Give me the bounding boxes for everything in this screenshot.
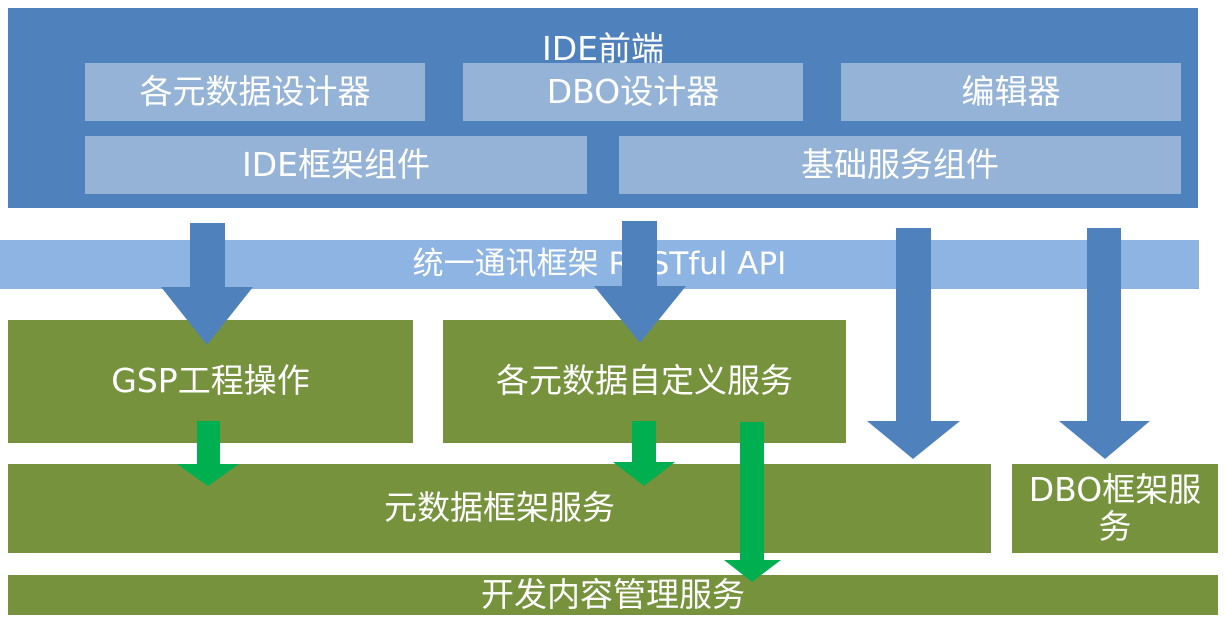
ide-framework-component-label: IDE框架组件 <box>242 144 430 184</box>
dbo-framework-service-label: DBO框架服 务 <box>1028 469 1202 546</box>
dbo-designer-box: DBO设计器 <box>463 63 803 121</box>
metadata-framework-service-box: 元数据框架服务 <box>8 464 991 553</box>
editor-box: 编辑器 <box>841 63 1181 121</box>
content-management-service-box: 开发内容管理服务 <box>8 575 1218 615</box>
dbo-framework-service-label-line1: DBO框架服 <box>1028 469 1202 509</box>
ide-frontend-title: IDE前端 <box>542 29 664 68</box>
metadata-custom-service-box: 各元数据自定义服务 <box>443 320 846 443</box>
restful-api-bar: 统一通讯框架 RESTful API <box>0 240 1199 289</box>
content-management-service-label: 开发内容管理服务 <box>481 574 745 614</box>
editor-label: 编辑器 <box>961 71 1061 111</box>
ide-framework-component-box: IDE框架组件 <box>85 136 587 194</box>
restful-api-label: 统一通讯框架 RESTful API <box>412 246 787 283</box>
basic-service-component-label: 基础服务组件 <box>801 144 999 184</box>
basic-service-component-box: 基础服务组件 <box>619 136 1181 194</box>
metadata-framework-service-label: 元数据框架服务 <box>384 488 615 528</box>
dbo-framework-service-box: DBO框架服 务 <box>1012 464 1218 553</box>
gsp-project-operation-label: GSP工程操作 <box>111 361 310 401</box>
metadata-custom-service-label: 各元数据自定义服务 <box>496 361 793 401</box>
metadata-designer-box: 各元数据设计器 <box>85 63 425 121</box>
dbo-framework-service-label-line2: 务 <box>1098 506 1132 546</box>
metadata-designer-label: 各元数据设计器 <box>139 71 371 111</box>
gsp-project-operation-box: GSP工程操作 <box>8 320 413 443</box>
dbo-designer-label: DBO设计器 <box>546 71 720 111</box>
